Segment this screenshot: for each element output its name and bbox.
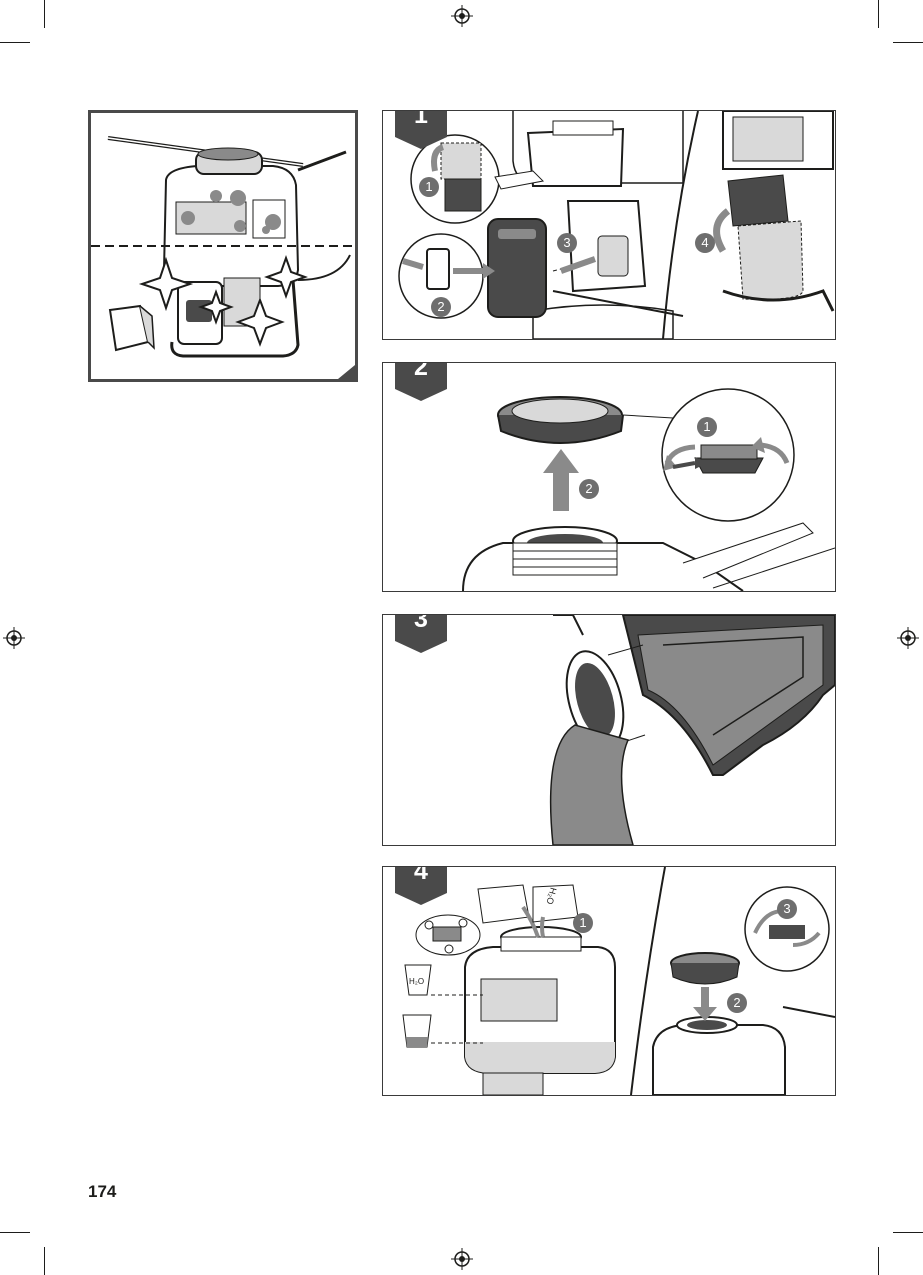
crop-mark xyxy=(893,1232,923,1233)
registration-mark-icon xyxy=(451,1248,473,1270)
step-number-badge: 4 xyxy=(395,866,447,893)
step-2-panel: 2 1 2 xyxy=(382,362,836,592)
crop-mark xyxy=(44,1247,45,1275)
crop-mark xyxy=(893,42,923,43)
callout-number: 4 xyxy=(695,233,715,253)
callout-number: 3 xyxy=(557,233,577,253)
step-2-illustration xyxy=(383,363,835,591)
overview-illustration-panel xyxy=(88,110,358,382)
registration-mark-icon xyxy=(451,5,473,27)
registration-mark-icon xyxy=(3,627,25,649)
callout-number: 2 xyxy=(431,297,451,317)
callout-number: 1 xyxy=(573,913,593,933)
callout-number: 1 xyxy=(697,417,717,437)
step-4-panel: 4 H₂O H₂O 1 2 3 xyxy=(382,866,836,1096)
callout-number: 3 xyxy=(777,899,797,919)
crop-mark xyxy=(0,42,30,43)
step-3-illustration xyxy=(383,615,835,845)
step-number-badge: 2 xyxy=(395,362,447,389)
step-1-panel: 1 1 2 3 4 xyxy=(382,110,836,340)
crop-mark xyxy=(878,1247,879,1275)
crop-mark xyxy=(878,0,879,28)
step-number-badge: 3 xyxy=(395,614,447,641)
callout-number: 1 xyxy=(419,177,439,197)
cup-label-h2o: H₂O xyxy=(409,977,424,986)
callout-number: 2 xyxy=(727,993,747,1013)
crop-mark xyxy=(44,0,45,28)
page-number: 174 xyxy=(88,1182,116,1202)
step-3-panel: 3 xyxy=(382,614,836,846)
callout-number: 2 xyxy=(579,479,599,499)
crop-mark xyxy=(0,1232,30,1233)
step-4-illustration xyxy=(383,867,835,1095)
overview-illustration xyxy=(88,110,358,382)
registration-mark-icon xyxy=(897,627,919,649)
step-number-badge: 1 xyxy=(395,110,447,137)
